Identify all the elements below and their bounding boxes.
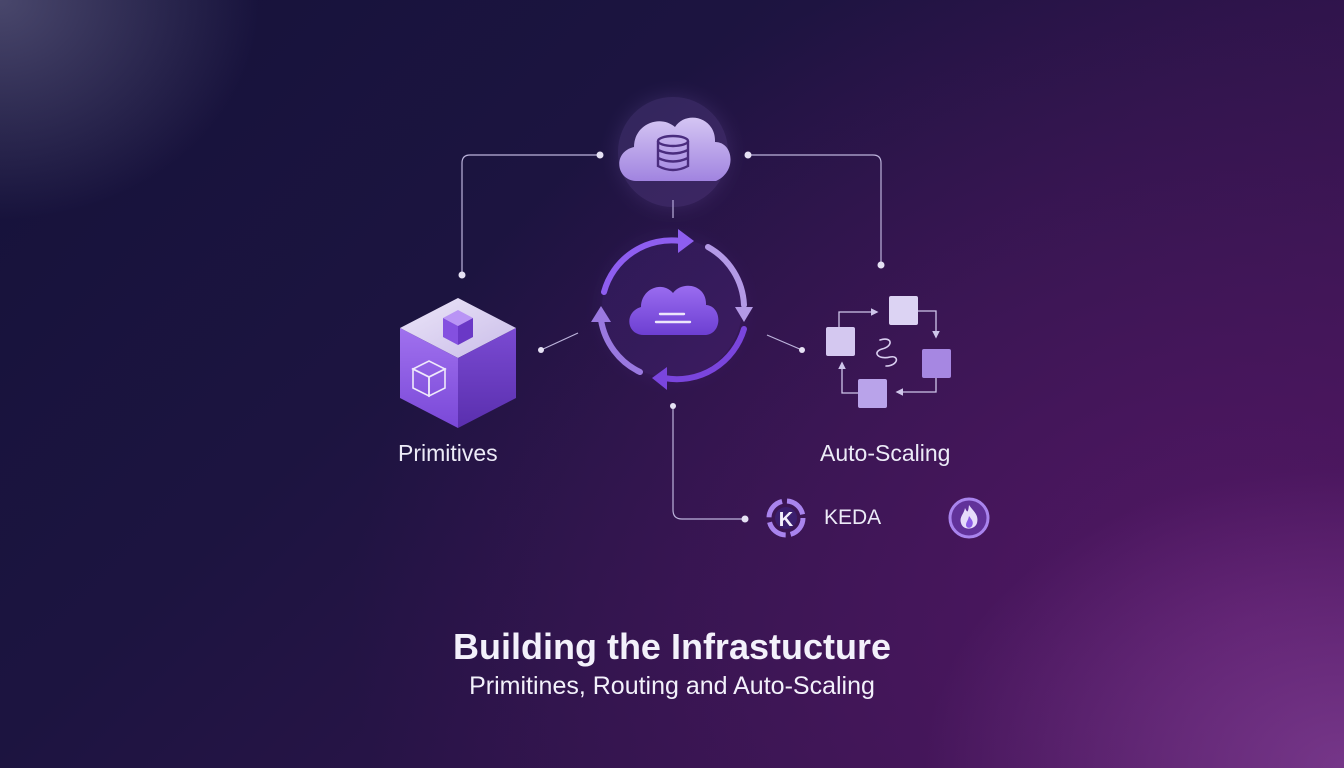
footer-subtitle: Primitines, Routing and Auto-Scaling — [469, 672, 875, 700]
small-cube-top — [443, 310, 473, 345]
cycle-arrow-top — [601, 237, 684, 295]
connector-dot — [744, 151, 752, 159]
cycle-arrow-bottom — [661, 326, 747, 383]
connector-top-left — [461, 154, 600, 275]
connector-center-left — [540, 332, 579, 351]
keda-logo-icon: K — [766, 498, 806, 538]
cycle-arrowhead — [735, 307, 753, 322]
connector-dot — [538, 347, 544, 353]
primitives-label: Primitives — [398, 440, 498, 466]
scaling-squares-icon — [826, 296, 951, 408]
scale-square — [922, 349, 951, 378]
cycle-arrowhead — [652, 367, 667, 390]
cloud-database-icon — [618, 97, 731, 207]
connector-center-keda — [672, 406, 745, 520]
footer-title: Building the Infrastucture — [452, 626, 891, 667]
connector-dot — [458, 271, 466, 279]
flame-icon — [948, 497, 990, 539]
squiggle-icon — [876, 338, 898, 367]
cycle-arrow-left — [598, 317, 643, 375]
scale-square — [858, 379, 887, 408]
scale-square — [889, 296, 918, 325]
cloud-cycle-icon — [591, 229, 753, 390]
connector-dot — [670, 403, 676, 409]
connector-center-right — [766, 334, 803, 351]
cube-icon — [400, 298, 516, 428]
connectors — [461, 154, 882, 520]
small-cube-outline-icon — [411, 360, 447, 398]
cycle-arrowhead — [591, 306, 611, 322]
connector-dots — [458, 151, 885, 523]
center-cloud-icon — [629, 285, 719, 335]
keda-label: KEDA — [824, 506, 882, 529]
database-icon — [656, 134, 690, 172]
connector-dot — [596, 151, 604, 159]
connector-dot — [877, 261, 885, 269]
cycle-arrow-right — [705, 244, 747, 308]
auto-scaling-label: Auto-Scaling — [820, 440, 951, 466]
cycle-arrowhead — [678, 229, 694, 253]
scale-square — [826, 327, 855, 356]
keda-logo-letter: K — [779, 509, 794, 531]
connector-top-right — [748, 154, 882, 265]
connector-dot — [799, 347, 805, 353]
connector-dot — [741, 515, 749, 523]
